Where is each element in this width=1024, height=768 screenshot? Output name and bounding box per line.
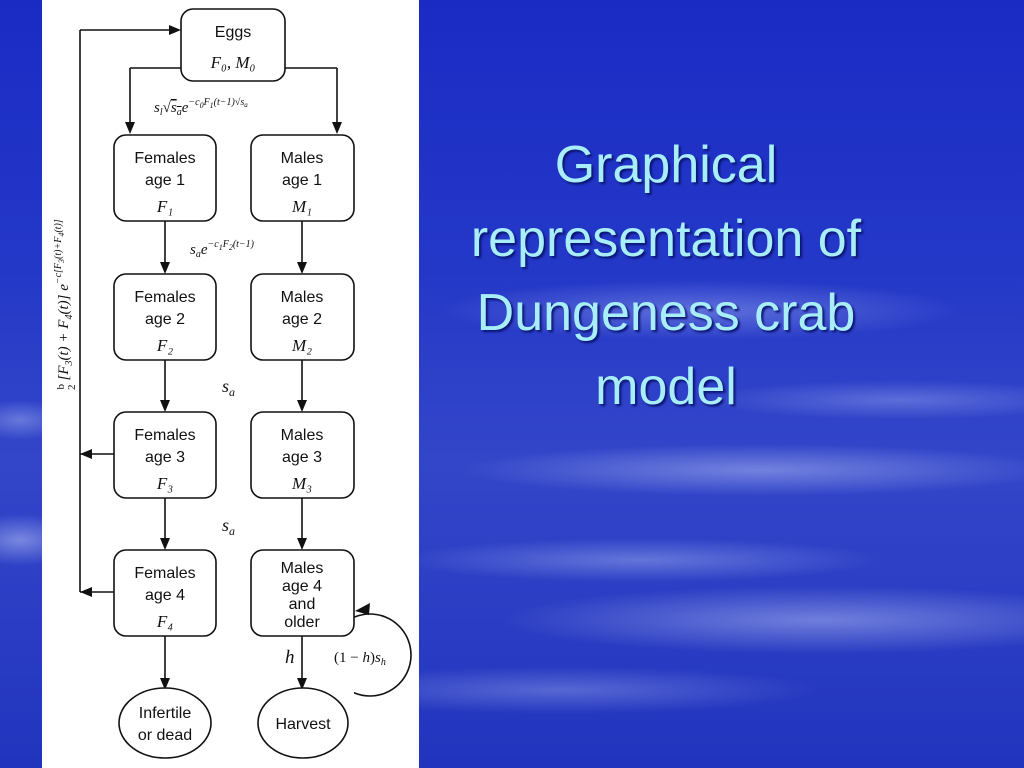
self-loop-circle xyxy=(354,613,412,697)
male2-to-3-arrowhead xyxy=(297,400,307,412)
female4-feedback-arrowhead xyxy=(80,587,92,597)
age1-to-age2-label: sae−c1F2(t−1) xyxy=(190,239,255,260)
female-age2-line2: age 2 xyxy=(145,311,185,328)
eggs-node xyxy=(180,8,286,82)
female4-to-dead-arrowhead xyxy=(160,678,170,690)
female-age3-symbol: F₃ xyxy=(156,474,173,493)
self-loop-label: (1 − h)sh xyxy=(334,650,386,668)
infertile-node xyxy=(118,687,212,759)
male-age3-line2: age 3 xyxy=(282,449,322,466)
female-age2-line1: Females xyxy=(134,289,195,306)
male-age4-line2: age 4 xyxy=(282,578,322,595)
eggs-label: Eggs xyxy=(215,24,251,41)
female-age4-symbol: F₄ xyxy=(156,612,173,631)
male-age1-symbol: M₁ xyxy=(291,197,312,216)
svg-text:b2[F3(t) + F4(t)] e−c[F3(t)+F4: b2[F3(t) + F4(t)] e−c[F3(t)+F4(t)] xyxy=(53,219,78,390)
female-age4-line2: age 4 xyxy=(145,587,185,604)
female-age1-line1: Females xyxy=(134,150,195,167)
title-line-3: Dungeness crab xyxy=(476,284,856,342)
title-line-2: representation of xyxy=(470,210,862,268)
female-age4-line1: Females xyxy=(134,565,195,582)
model-diagram: b2[F3(t) + F4(t)] e−c[F3(t)+F4(t)] Eggs … xyxy=(53,8,412,759)
male-age4-line3: and xyxy=(289,596,316,613)
feedback-arrowhead xyxy=(169,25,181,35)
slide-title: Graphical representation of Dungeness cr… xyxy=(420,128,912,424)
female-age3-line1: Females xyxy=(134,427,195,444)
age2-to-age3-label: sa xyxy=(222,376,235,399)
self-loop-arrowhead xyxy=(355,603,370,615)
male-age4-line4: older xyxy=(284,614,320,631)
eggs-to-male1-arrowhead xyxy=(332,122,342,134)
infertile-line2: or dead xyxy=(138,727,192,744)
harvest-node xyxy=(257,687,349,759)
male-age2-symbol: M₂ xyxy=(291,336,312,355)
male-age3-symbol: M₃ xyxy=(291,474,312,493)
eggs-to-female1-arrowhead xyxy=(125,122,135,134)
female-age2-symbol: F₂ xyxy=(156,336,173,355)
title-line-4: model xyxy=(595,358,737,416)
female2-to-3-arrowhead xyxy=(160,400,170,412)
model-diagram-panel: b2[F3(t) + F4(t)] e−c[F3(t)+F4(t)] Eggs … xyxy=(42,0,419,768)
male-age3-line1: Males xyxy=(281,427,324,444)
female-age1-line2: age 1 xyxy=(145,172,185,189)
harvest-label: Harvest xyxy=(275,716,331,733)
male-age2-line1: Males xyxy=(281,289,324,306)
male-age1-line1: Males xyxy=(281,150,324,167)
female1-to-2-arrowhead xyxy=(160,262,170,274)
male3-to-4-arrowhead xyxy=(297,538,307,550)
male4-to-harvest-arrowhead xyxy=(297,678,307,690)
eggs-symbol: F₀, M₀ xyxy=(210,53,256,72)
female-age3-line2: age 3 xyxy=(145,449,185,466)
male-age4-line1: Males xyxy=(281,560,324,577)
age3-to-age4-label: sa xyxy=(222,515,235,538)
title-line-1: Graphical xyxy=(554,136,778,194)
male-age1-line2: age 1 xyxy=(282,172,322,189)
infertile-line1: Infertile xyxy=(139,705,192,722)
fecundity-label: b2[F3(t) + F4(t)] e−c[F3(t)+F4(t)] xyxy=(53,219,78,390)
harvest-rate-label: h xyxy=(285,647,295,668)
female3-to-4-arrowhead xyxy=(160,538,170,550)
male1-to-2-arrowhead xyxy=(297,262,307,274)
female-age1-symbol: F₁ xyxy=(156,197,173,216)
male-age2-line2: age 2 xyxy=(282,311,322,328)
female3-feedback-arrowhead xyxy=(80,449,92,459)
eggs-to-age1-label: sl√sae−c0F1(t−1)√sa xyxy=(154,97,248,118)
